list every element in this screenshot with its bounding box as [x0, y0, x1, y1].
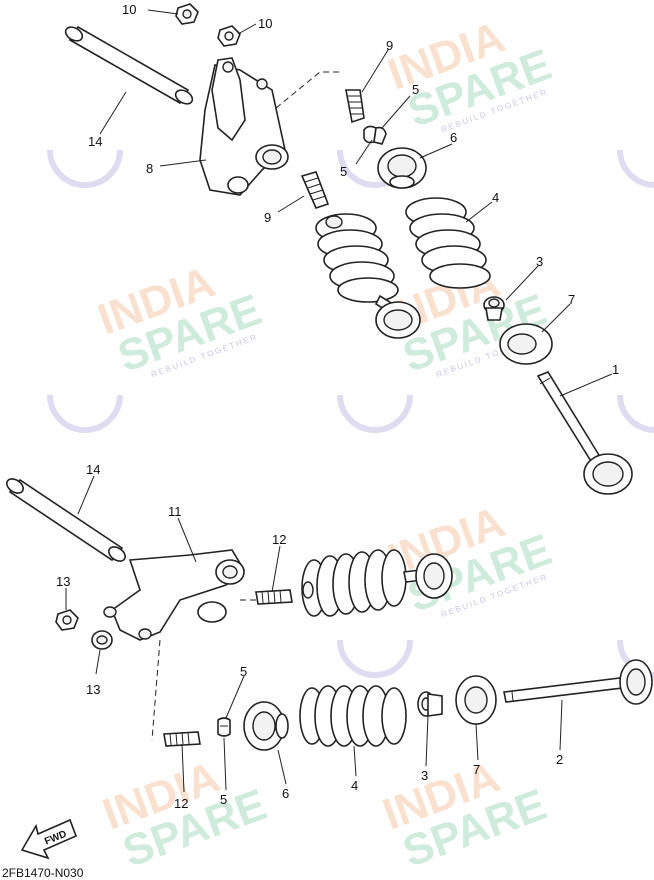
watermark-top-center: INDIA SPARE REBUILD TOGETHER [382, 12, 558, 136]
watermark-logo-icon [47, 149, 654, 678]
callout-label: 5 [220, 792, 227, 807]
callout-label: 14 [88, 134, 102, 149]
callout-label: 10 [258, 16, 272, 31]
callout-label: 12 [174, 796, 188, 811]
watermark-bottom-right: INDIA SPARE [377, 752, 553, 876]
callout-label: 1 [612, 362, 619, 377]
callout-label: 13 [56, 574, 70, 589]
adjusting-screw-bottom-lower [163, 731, 201, 747]
callout-label: 4 [492, 190, 499, 205]
adjusting-screw-top-upper [345, 89, 365, 124]
spring-retainer-bottom [243, 701, 289, 751]
callout-label: 13 [86, 682, 100, 697]
callout-label: 6 [450, 130, 457, 145]
callout-label: 2 [556, 752, 563, 767]
valve-spring-bottom-lower [299, 685, 407, 747]
valve-spring-top-left [315, 213, 399, 303]
valve-spring-top-right [405, 197, 491, 289]
callout-label: 9 [386, 38, 393, 53]
callout-label: 9 [264, 210, 271, 225]
spring-seat-bottom [455, 675, 497, 725]
valve-spring-bottom-upper [301, 549, 407, 617]
valve-stem-seal-top [483, 296, 505, 321]
callout-label: 5 [240, 664, 247, 679]
callout-label: 3 [536, 254, 543, 269]
intake-valve [536, 371, 633, 495]
rocker-arm-top [199, 57, 289, 196]
adjusting-screw-bottom-upper [255, 589, 293, 605]
callout-label: 5 [340, 164, 347, 179]
valve-cotter-top [363, 125, 387, 145]
spring-retainer-top [377, 147, 427, 189]
callout-label: 11 [168, 504, 182, 519]
callout-labels: 10 10 9 5 5 6 14 8 9 4 3 7 1 14 11 12 13… [56, 2, 619, 811]
leader-lines [65, 9, 613, 793]
callout-label: 10 [122, 2, 136, 17]
nut-bottom-upper [55, 609, 79, 631]
nut-bottom-lower [91, 630, 113, 650]
callout-label: 7 [568, 292, 575, 307]
rocker-shaft-top [64, 25, 194, 105]
callout-label: 3 [421, 768, 428, 783]
spring-seat-top [499, 323, 553, 365]
callout-label: 8 [146, 161, 153, 176]
valve-cotter-bottom [217, 717, 231, 737]
nut-top-left [175, 3, 199, 25]
callout-label: 6 [282, 786, 289, 801]
valve-head-top-left [374, 294, 421, 339]
drawing-code: 2FB1470-N030 [2, 866, 84, 880]
callout-label: 7 [473, 762, 480, 777]
adjusting-screw-top-lower [300, 171, 330, 209]
callout-label: 5 [412, 82, 419, 97]
watermark-lower-right: INDIA SPARE REBUILD TOGETHER [382, 497, 558, 621]
valve-head-bottom-upper [403, 553, 453, 599]
rocker-shaft-bottom [6, 478, 126, 562]
forward-direction-arrow-icon: FWD [20, 818, 78, 860]
watermark-group: INDIA SPARE REBUILD TOGETHER INDIA SPARE… [47, 12, 654, 877]
callout-label: 12 [272, 532, 286, 547]
callout-label: 4 [351, 778, 358, 793]
exhaust-valve [503, 659, 653, 705]
nut-top-right [217, 25, 241, 47]
valve-stem-seal-bottom [417, 691, 443, 717]
callout-label: 14 [86, 462, 100, 477]
watermark-middle-left: INDIA SPARE REBUILD TOGETHER [92, 257, 268, 381]
rocker-arm-bottom [103, 549, 246, 641]
